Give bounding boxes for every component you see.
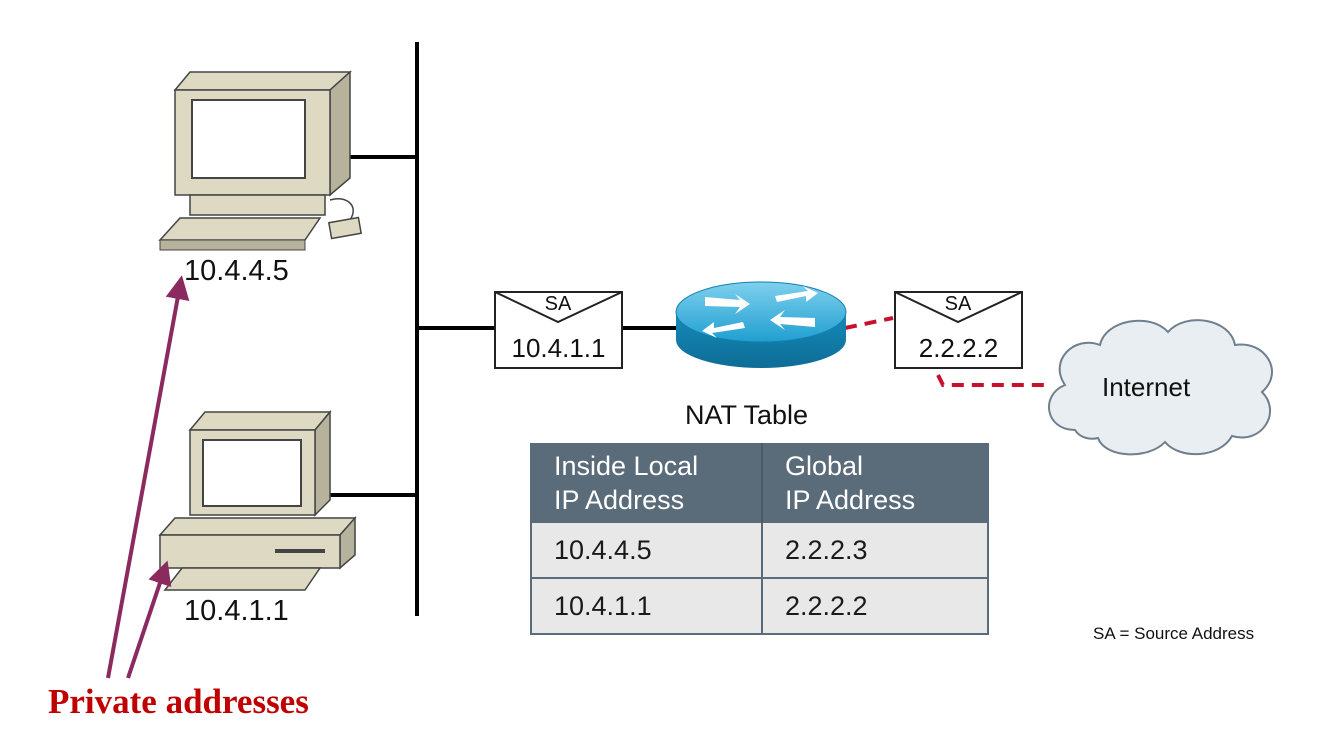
inside-local-cell: 10.4.4.5 <box>530 521 763 579</box>
table-row: 10.4.1.1 2.2.2.2 <box>530 577 989 635</box>
wan-link-internet <box>936 374 1048 387</box>
host-ip-label: 10.4.1.1 <box>184 595 289 627</box>
packet-envelope-outside <box>894 291 1023 369</box>
table-row: 10.4.4.5 2.2.2.3 <box>530 521 989 579</box>
packet-envelope-inside <box>494 291 623 369</box>
annotation-arrow-2 <box>126 560 172 679</box>
internet-label: Internet <box>1102 372 1191 402</box>
host-ip-label: 10.4.4.5 <box>184 255 289 287</box>
packet-source-ip: 10.4.1.1 <box>511 333 606 363</box>
wan-link-router <box>844 316 894 330</box>
nat-table-title: NAT Table <box>685 400 809 430</box>
annotation-arrow-1 <box>106 275 190 679</box>
nat-column-header: Inside Local IP Address <box>531 444 763 522</box>
internet-cloud-icon <box>1048 319 1273 456</box>
legend-text: SA = Source Address <box>1093 624 1255 643</box>
packet-sa-label: SA <box>544 293 572 315</box>
nat-table: Inside Local IP Address Global IP Addres… <box>530 443 989 635</box>
packet-sa-label: SA <box>944 293 972 315</box>
nat-column-header: Global IP Address <box>762 444 988 522</box>
packet-source-ip: 2.2.2.2 <box>918 333 999 363</box>
computer-icon <box>158 409 357 591</box>
router-icon <box>675 281 847 368</box>
header-line: IP Address <box>785 485 916 515</box>
global-cell: 2.2.2.3 <box>761 521 989 579</box>
computer-icon <box>158 70 363 251</box>
header-line: IP Address <box>554 485 685 515</box>
header-line: Global <box>785 451 864 481</box>
private-addresses-annotation: Private addresses <box>48 682 309 721</box>
global-cell: 2.2.2.2 <box>761 577 989 635</box>
inside-local-cell: 10.4.1.1 <box>530 577 763 635</box>
header-line: Inside Local <box>554 451 699 481</box>
nat-table-header-row: Inside Local IP Address Global IP Addres… <box>531 444 988 522</box>
